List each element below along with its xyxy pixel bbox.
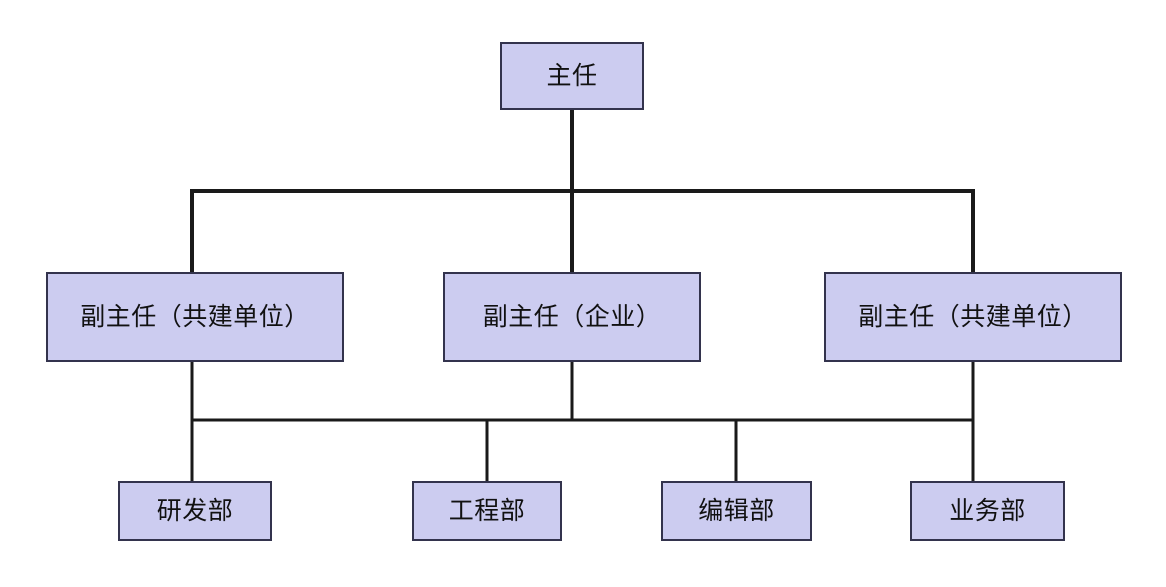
node-department-editorial[interactable]: 编辑部 [661, 481, 812, 541]
node-deputy-director-co-construction-left-label: 副主任（共建单位） [80, 302, 310, 331]
node-department-rnd-label: 研发部 [156, 496, 234, 525]
node-director-label: 主任 [546, 61, 598, 90]
node-department-business-label: 业务部 [949, 496, 1026, 525]
node-director[interactable]: 主任 [500, 42, 644, 110]
node-deputy-director-co-construction-right[interactable]: 副主任（共建单位） [824, 272, 1122, 362]
node-department-engineering-label: 工程部 [448, 496, 526, 525]
node-deputy-director-enterprise[interactable]: 副主任（企业） [443, 272, 701, 362]
node-deputy-director-enterprise-label: 副主任（企业） [482, 302, 662, 331]
node-department-rnd[interactable]: 研发部 [118, 481, 272, 541]
node-department-business[interactable]: 业务部 [910, 481, 1065, 541]
node-deputy-director-co-construction-right-label: 副主任（共建单位） [858, 302, 1088, 331]
node-department-engineering[interactable]: 工程部 [412, 481, 562, 541]
node-deputy-director-co-construction-left[interactable]: 副主任（共建单位） [46, 272, 344, 362]
node-department-editorial-label: 编辑部 [698, 496, 775, 525]
